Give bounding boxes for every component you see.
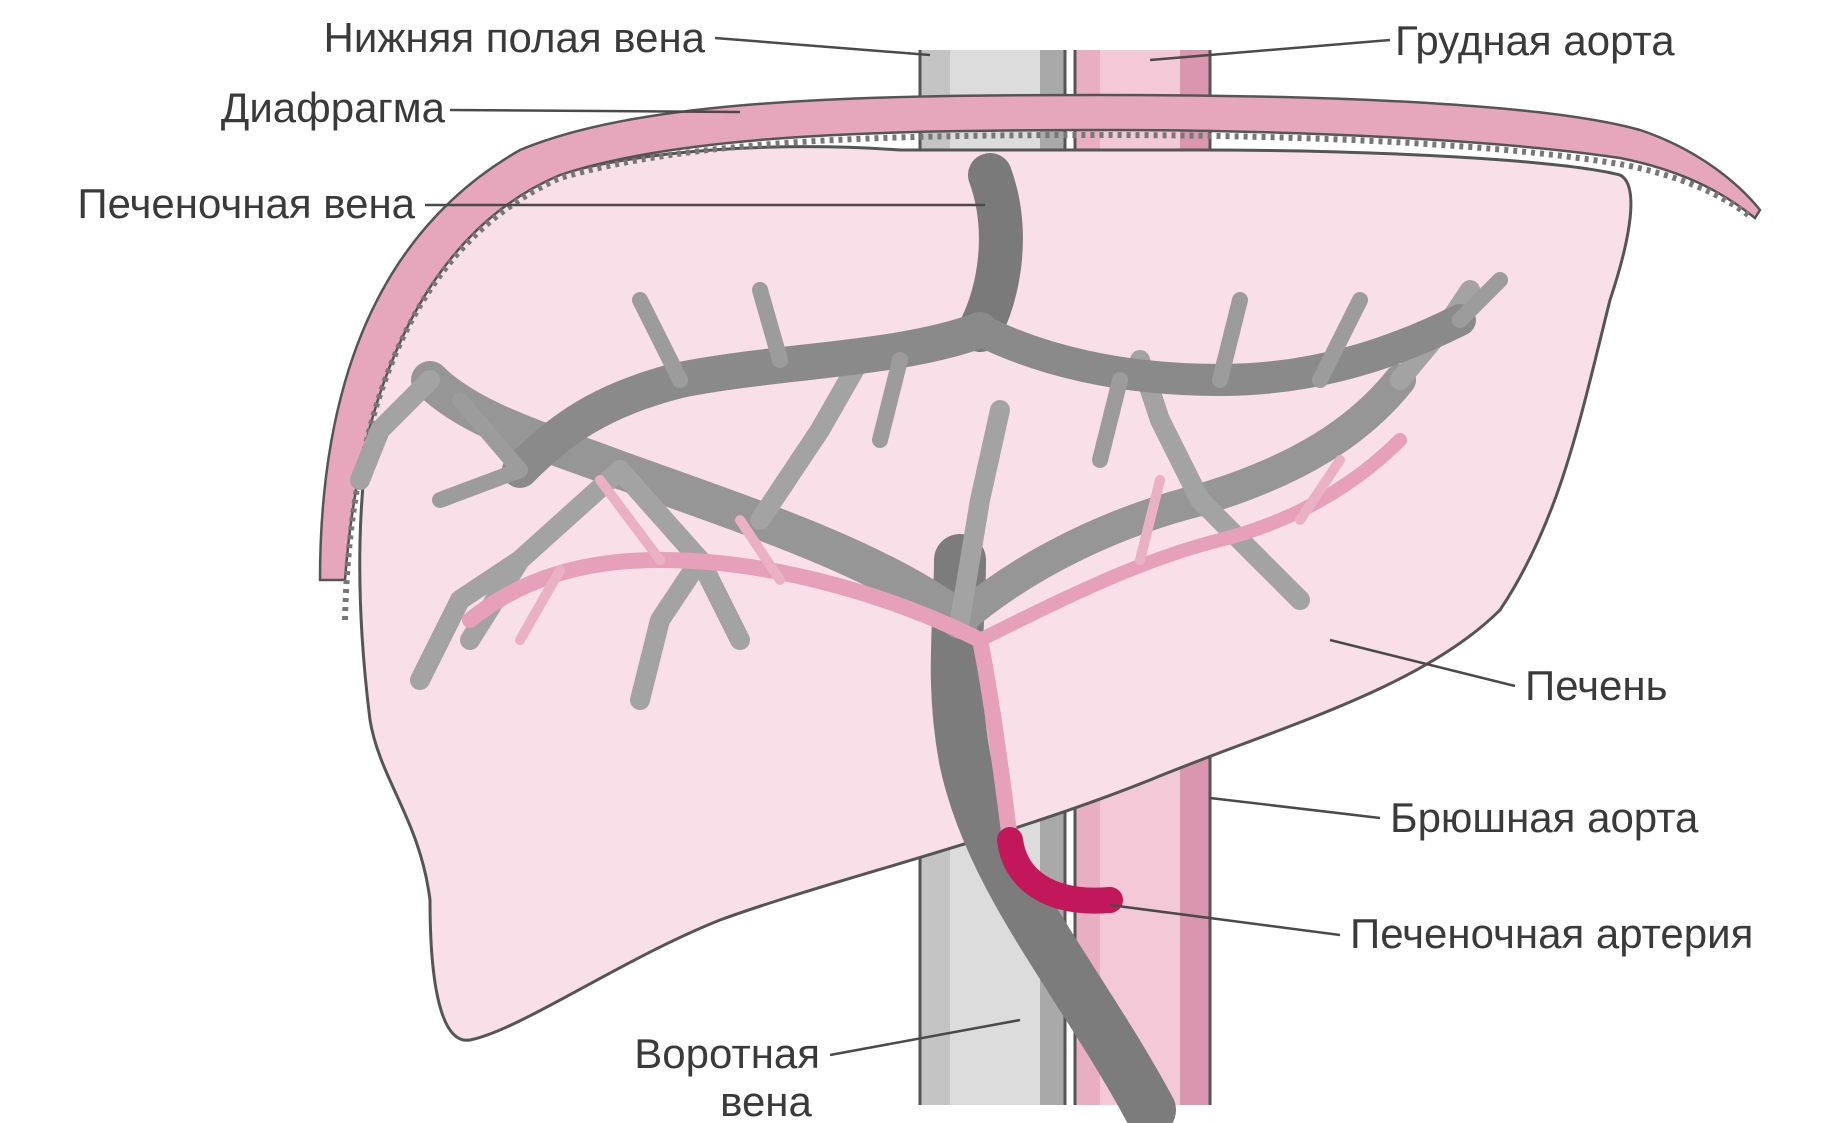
label-portal-vein-line1: Воротная — [634, 1030, 820, 1077]
label-hepatic-vein: Печеночная вена — [77, 180, 415, 227]
label-inferior-vena-cava: Нижняя полая вена — [324, 14, 706, 61]
label-liver: Печень — [1525, 662, 1667, 709]
label-hepatic-artery: Печеночная артерия — [1350, 910, 1753, 957]
label-abdominal-aorta: Брюшная аорта — [1390, 794, 1699, 841]
label-diaphragm: Диафрагма — [221, 84, 446, 131]
label-portal-vein-line2: вена — [720, 1078, 812, 1123]
label-thoracic-aorta: Грудная аорта — [1395, 17, 1675, 64]
